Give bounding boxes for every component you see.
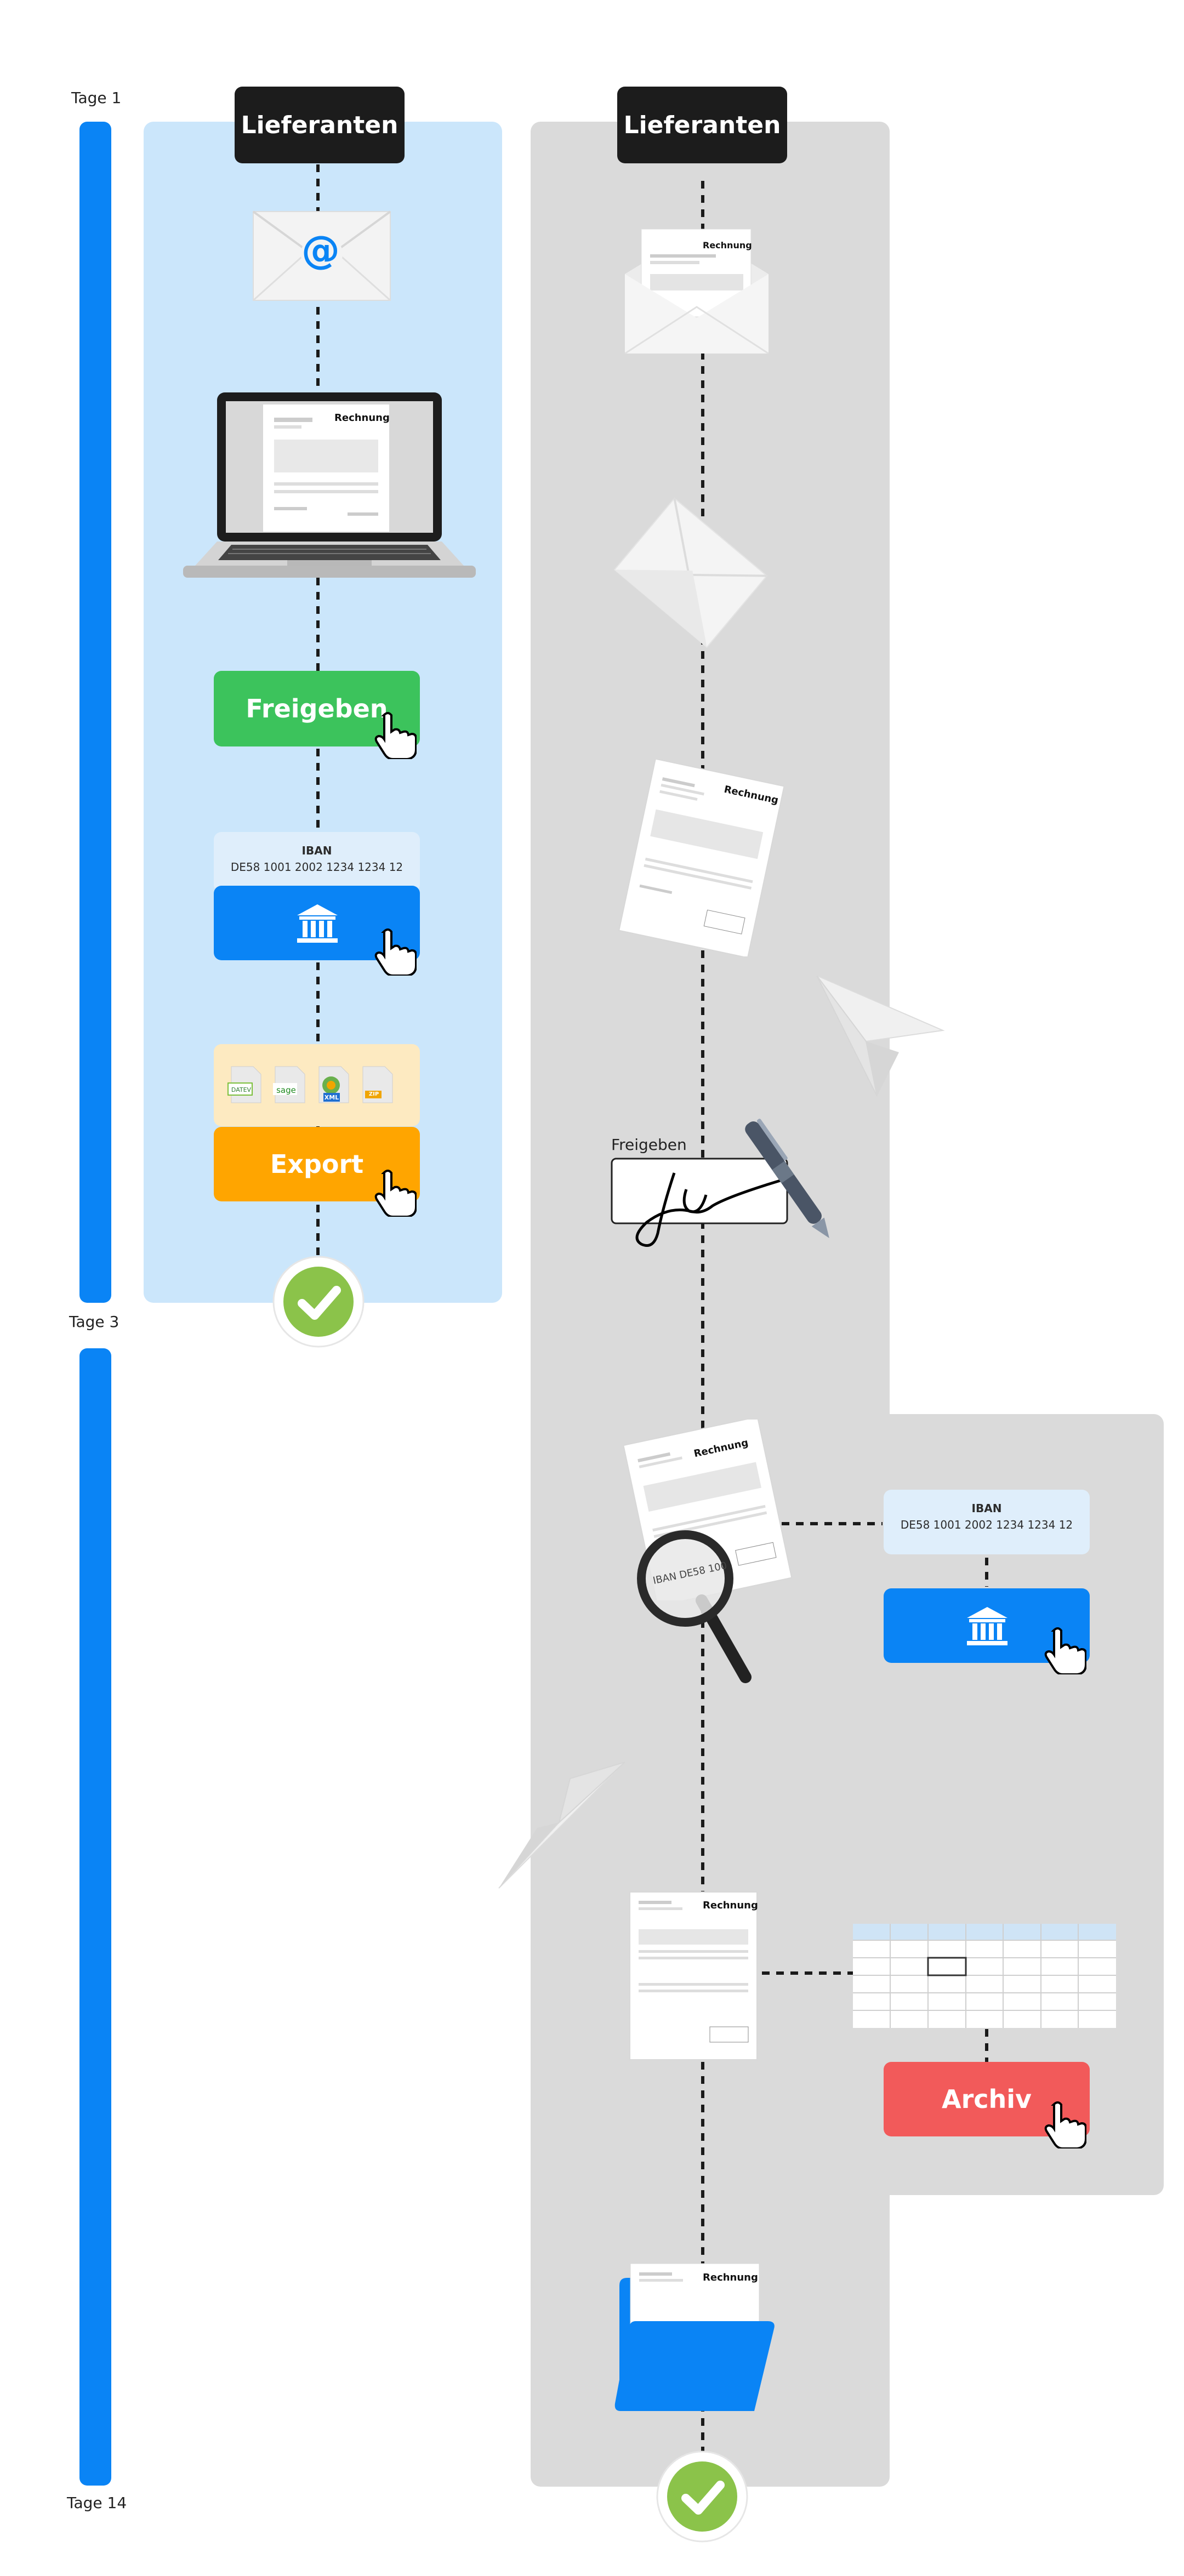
day-label-end: Tage 14 xyxy=(67,2494,127,2512)
archive-doc-title: Rechnung xyxy=(703,1900,758,1911)
envelope-doc-title: Rechnung xyxy=(703,240,752,250)
left-iban-title: IBAN xyxy=(301,844,332,857)
left-iban-card: IBAN DE58 1001 2002 1234 1234 12 xyxy=(214,832,420,892)
left-header: Lieferanten xyxy=(235,87,405,163)
folder-doc-title: Rechnung xyxy=(703,2272,758,2283)
invoice-paper-icon xyxy=(629,1891,758,2060)
check-icon xyxy=(272,1256,365,1348)
laptop-doc-title: Rechnung xyxy=(334,412,390,424)
paper-plane-icon xyxy=(498,1762,625,1889)
email-icon xyxy=(252,210,391,301)
magnifier-icon xyxy=(637,1530,752,1683)
right-iban-number: DE58 1001 2002 1234 1234 12 xyxy=(900,1518,1073,1531)
pen-icon xyxy=(745,1119,829,1239)
hand-cursor-icon xyxy=(1044,2101,1086,2148)
left-iban-number: DE58 1001 2002 1234 1234 12 xyxy=(230,860,403,874)
hand-cursor-icon xyxy=(374,1170,417,1217)
right-iban-card: IBAN DE58 1001 2002 1234 1234 12 xyxy=(884,1490,1090,1554)
signature-label: Freigeben xyxy=(611,1136,687,1154)
export-icon-datev: DATEV xyxy=(231,1086,252,1093)
envelope-closed-icon xyxy=(613,497,768,648)
day-label-start: Tage 1 xyxy=(71,89,122,107)
hand-cursor-icon xyxy=(1044,1627,1086,1674)
right-panel xyxy=(531,122,890,2487)
approve-button[interactable]: Freigeben xyxy=(214,671,420,746)
laptop-icon xyxy=(183,392,476,578)
right-header: Lieferanten xyxy=(617,87,787,163)
bank-icon xyxy=(297,904,338,943)
timeline-bar-2 xyxy=(79,1348,111,2486)
spreadsheet-icon xyxy=(853,1924,1116,2028)
export-icon-sage: sage xyxy=(276,1085,296,1095)
hand-cursor-icon xyxy=(374,712,417,759)
paper-plane-icon xyxy=(815,974,945,1097)
bank-icon xyxy=(967,1607,1007,1645)
check-icon xyxy=(656,2450,748,2543)
invoice-paper-icon xyxy=(618,759,784,956)
right-iban-title: IBAN xyxy=(971,1502,1002,1515)
timeline-bar-1 xyxy=(79,122,111,1303)
folder-icon xyxy=(614,2263,775,2411)
export-file-icons xyxy=(227,1066,393,1103)
export-icon-xml: XML xyxy=(324,1094,339,1101)
hand-cursor-icon xyxy=(374,928,417,976)
day-label-mid: Tage 3 xyxy=(69,1313,119,1331)
envelope-open-icon xyxy=(625,229,769,355)
email-at-symbol: @ xyxy=(301,227,340,272)
export-icon-zip: ZIP xyxy=(368,1091,379,1097)
